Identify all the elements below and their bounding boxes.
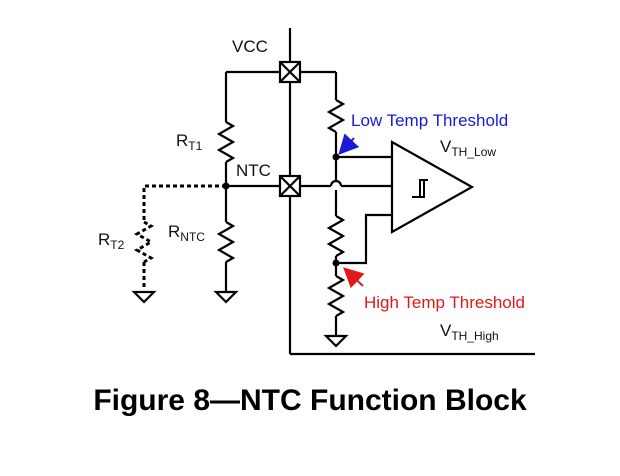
ntc-pin-icon [278,174,302,198]
rt2-ground-icon [131,290,157,304]
high-threshold-arrow-icon [343,267,365,289]
rntc-label: RNTC [168,222,205,244]
rt2-label: RT2 [98,230,125,252]
figure-caption: Figure 8—NTC Function Block [93,384,527,417]
ladder-ground-icon [323,334,349,348]
rt1-resistor-icon [216,121,236,163]
low-temp-threshold-label: Low Temp Threshold [351,111,508,130]
ladder-mid-resistor-icon [326,215,346,257]
rntc-ground-icon [213,290,239,304]
vth-low-label: VTH_Low [440,137,496,159]
rt2-dashed-wire [142,184,226,222]
high-threshold-wire [336,213,392,265]
rntc-resistor-icon [216,221,236,263]
rt1-label: RT1 [176,131,203,153]
rt2-resistor-icon [133,220,155,264]
ladder-top-resistor-icon [326,99,346,133]
vcc-label: VCC [232,37,268,56]
vth-high-label: VTH_High [440,321,499,343]
low-threshold-arrow-icon [338,133,360,155]
ladder-bottom-resistor-icon [326,275,346,317]
high-temp-threshold-label: High Temp Threshold [364,293,525,312]
vcc-pin-icon [278,60,302,84]
comparator-icon [390,140,475,234]
ntc-label: NTC [236,161,271,180]
